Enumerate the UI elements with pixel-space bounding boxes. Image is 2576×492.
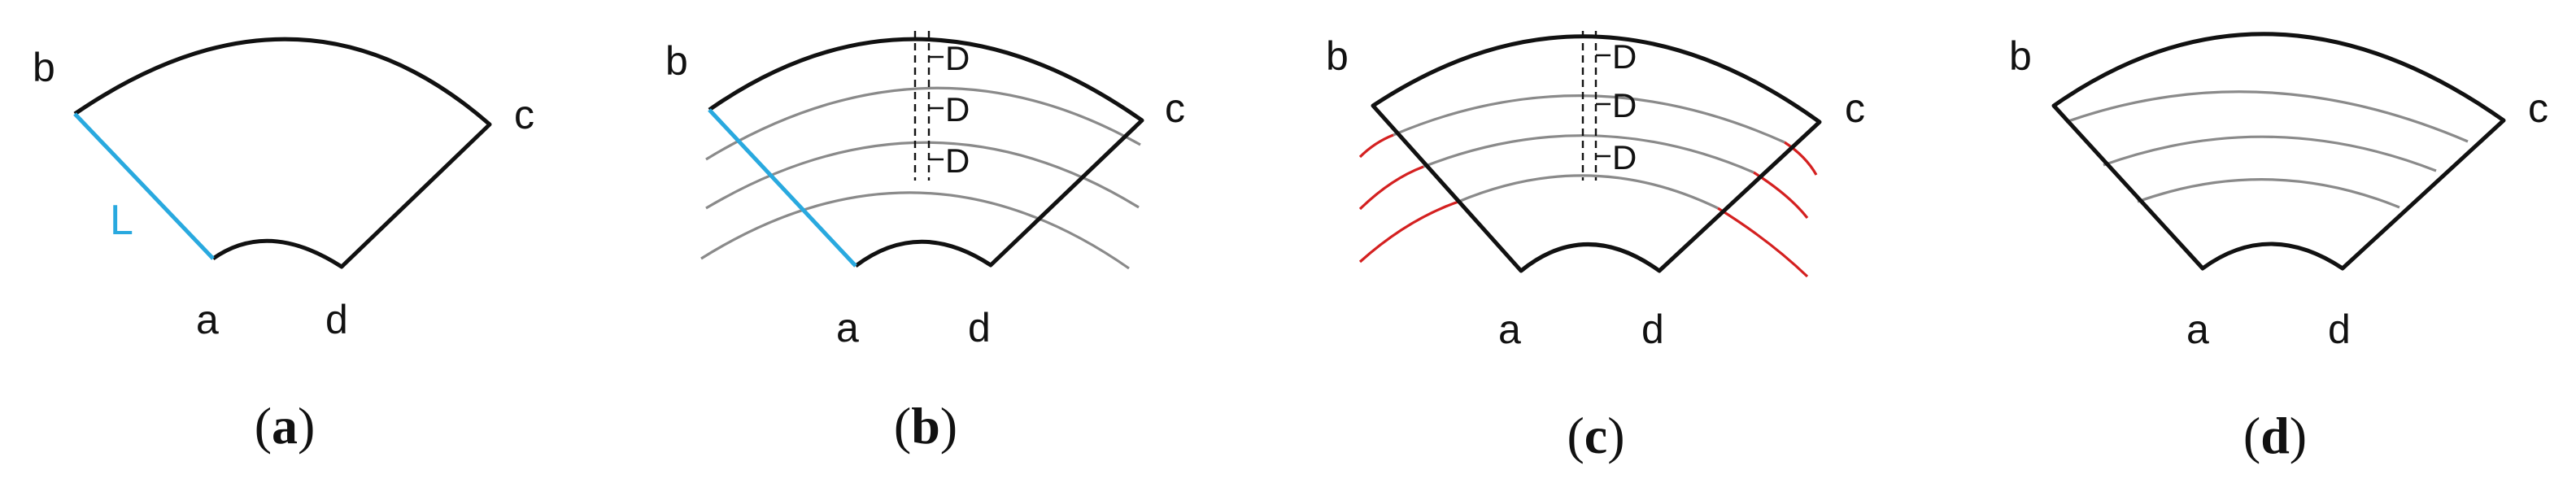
vertex-label-c: c bbox=[514, 92, 534, 137]
vertex-label-a: a bbox=[836, 305, 859, 350]
vertex-label-c: c bbox=[1845, 85, 1865, 131]
vertex-label-d: d bbox=[968, 305, 991, 350]
label-L: L bbox=[110, 197, 133, 244]
trimmed-segment-right-3 bbox=[1717, 207, 1809, 278]
trimmed-segment-left-3 bbox=[1358, 200, 1459, 263]
spacing-label-D: D bbox=[1612, 138, 1637, 176]
contour-line-2 bbox=[2103, 135, 2437, 172]
trimmed-segment-right-2 bbox=[1753, 171, 1809, 219]
vertex-label-d: d bbox=[2328, 307, 2351, 352]
trimmed-segment-left-2 bbox=[1358, 165, 1424, 211]
vertex-label-b: b bbox=[1326, 33, 1349, 79]
sector-outline bbox=[73, 37, 492, 269]
spacing-label-D: D bbox=[945, 39, 970, 77]
vertex-label-b: b bbox=[33, 45, 55, 90]
sector-outline bbox=[1371, 34, 1822, 273]
panel-b: D D D b c a d (b) bbox=[665, 31, 1185, 455]
panel-d: b c a d (d) bbox=[2009, 32, 2548, 464]
vertex-label-d: d bbox=[1641, 307, 1664, 352]
vertex-label-a: a bbox=[2186, 307, 2209, 352]
vertex-label-c: c bbox=[1165, 85, 1185, 131]
panel-caption-a: (a) bbox=[255, 397, 316, 455]
panel-caption-c: (c) bbox=[1567, 407, 1624, 464]
panel-caption-d: (d) bbox=[2243, 407, 2307, 464]
spacing-label-D: D bbox=[1612, 37, 1637, 76]
trimmed-segment-left-1 bbox=[1358, 133, 1394, 159]
boundary-L-line bbox=[708, 108, 857, 268]
vertex-label-b: b bbox=[2009, 33, 2032, 79]
panel-c: D D D b c a d (c) bbox=[1326, 31, 1865, 464]
panel-caption-b: (b) bbox=[894, 397, 957, 455]
contour-line-2 bbox=[1423, 134, 1754, 174]
contour-line-1 bbox=[1393, 94, 1785, 144]
trimmed-segment-right-1 bbox=[1784, 141, 1818, 176]
boundary-L-line bbox=[73, 112, 215, 260]
spacing-label-D: D bbox=[945, 90, 970, 128]
spacing-label-D: D bbox=[1612, 86, 1637, 124]
contour-line-1 bbox=[705, 86, 1141, 161]
vertex-label-c: c bbox=[2528, 85, 2548, 131]
vertex-label-d: d bbox=[325, 297, 348, 342]
spacing-label-D: D bbox=[945, 142, 970, 180]
vertex-label-a: a bbox=[196, 297, 219, 342]
contour-line-2 bbox=[705, 141, 1140, 210]
contour-line-3 bbox=[700, 191, 1130, 270]
contour-line-1 bbox=[2065, 90, 2469, 143]
sector-outline bbox=[2051, 32, 2506, 271]
contour-line-3 bbox=[2137, 178, 2400, 209]
vertex-label-b: b bbox=[665, 38, 688, 84]
panel-a: L b c a d (a) bbox=[33, 37, 534, 455]
vertex-label-a: a bbox=[1498, 307, 1521, 352]
contour-line-3 bbox=[1458, 174, 1719, 210]
sector-outline bbox=[708, 37, 1144, 268]
